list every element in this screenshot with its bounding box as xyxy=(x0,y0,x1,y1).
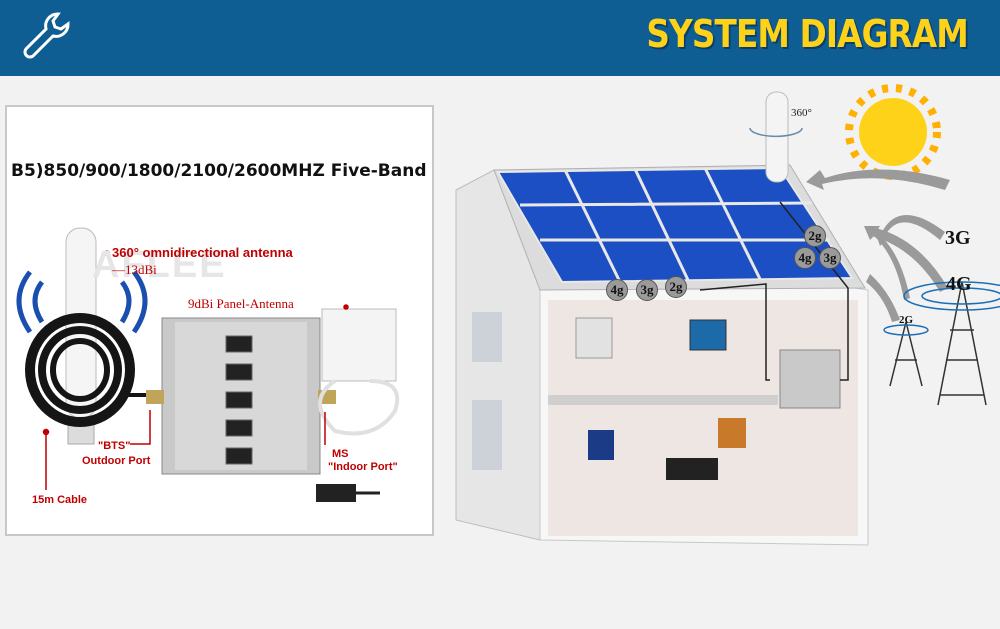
room-contents-image xyxy=(575,317,841,480)
roof-badge-2g: 2g xyxy=(804,225,826,247)
cable-coil-image xyxy=(25,313,158,427)
room-badge-2g: 2g xyxy=(665,276,687,298)
bts-label: "BTS" xyxy=(98,440,131,452)
outdoor-antenna-image xyxy=(749,91,803,183)
panel-antenna-image xyxy=(318,308,400,436)
antenna-gain-label: —13dBi xyxy=(112,262,157,277)
page-title: SYSTEM DIAGRAM xyxy=(646,12,968,56)
cell-tower-icon xyxy=(883,281,1000,406)
network-3g-label: 3G xyxy=(945,227,971,249)
rotation-label: 360° xyxy=(791,107,812,119)
ms-label: MS xyxy=(332,448,349,460)
indoor-port-label: "Indoor Port" xyxy=(328,461,398,473)
power-adapter-image xyxy=(316,484,380,502)
sun-icon xyxy=(845,84,941,180)
solar-panels-image xyxy=(496,166,854,284)
network-4g-label: 4G xyxy=(946,273,972,295)
roof-badge-4g: 4g xyxy=(794,247,816,269)
wrench-icon xyxy=(23,12,70,59)
signal-waves-icon xyxy=(16,270,148,334)
callout-lines xyxy=(42,250,349,490)
panel-antenna-label: 9dBi Panel-Antenna xyxy=(188,296,294,311)
network-2g-label: 2G xyxy=(899,314,914,326)
band-title: B5)850/900/1800/2100/2600MHZ Five-Band xyxy=(11,161,427,181)
room-badge-3g: 3g xyxy=(636,279,658,301)
cable-label: 15m Cable xyxy=(32,494,88,506)
antenna-label: 360° omnidirectional antenna xyxy=(112,245,293,260)
brand-watermark: AFLEE xyxy=(92,244,227,286)
room-badge-4g: 4g xyxy=(606,279,628,301)
outdoor-port-label: Outdoor Port xyxy=(82,455,151,467)
booster-unit-image xyxy=(146,317,336,475)
roof-badge-3g: 3g xyxy=(819,247,841,269)
header-bar: SYSTEM DIAGRAM xyxy=(0,0,1000,76)
